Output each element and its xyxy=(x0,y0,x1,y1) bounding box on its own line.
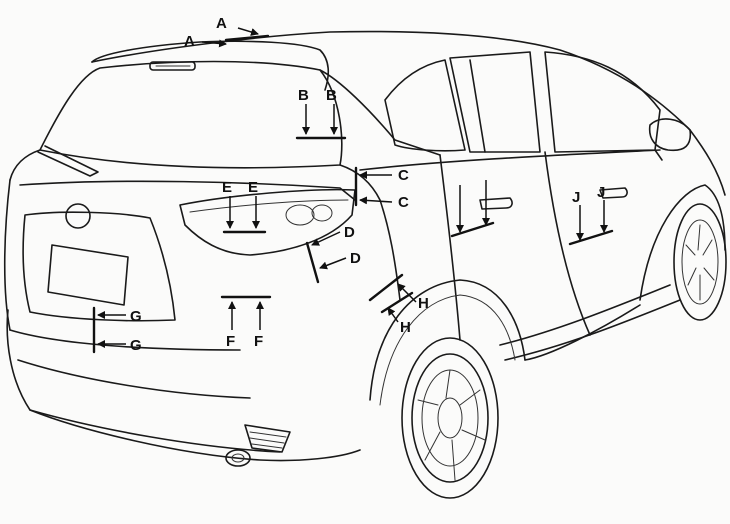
label-j-right: J xyxy=(597,184,605,201)
label-a-top: A xyxy=(216,15,227,32)
label-d-top: D xyxy=(344,224,355,241)
gap-mark-j xyxy=(568,229,614,246)
label-f-left: F xyxy=(226,333,235,350)
label-c-bottom: C xyxy=(398,194,409,211)
label-a-left: A xyxy=(184,33,195,50)
arrow-a-top xyxy=(237,27,259,36)
label-h-top: H xyxy=(418,295,429,312)
arrow-h-bottom xyxy=(387,307,399,323)
car-body xyxy=(3,30,727,499)
gap-mark-i xyxy=(450,221,495,238)
arrows xyxy=(97,27,608,348)
label-c-top: C xyxy=(398,167,409,184)
gap-marks xyxy=(92,34,614,354)
label-d-bottom: D xyxy=(350,250,361,267)
label-g-top: G xyxy=(130,308,142,325)
label-b-right: B xyxy=(326,87,337,104)
label-g-bottom: G xyxy=(130,337,142,354)
gap-mark-h1 xyxy=(368,273,404,302)
arrow-d-top xyxy=(311,231,341,246)
label-f-right: F xyxy=(254,333,263,350)
gap-mark-a xyxy=(224,34,270,42)
label-b-left: B xyxy=(298,87,309,104)
gap-mark-h2 xyxy=(380,291,414,314)
label-h-bottom: H xyxy=(400,319,411,336)
label-e-left: E xyxy=(222,179,232,196)
label-e-right: E xyxy=(248,179,258,196)
label-j-left: J xyxy=(572,189,580,206)
arrow-a-left xyxy=(201,39,227,48)
arrow-h-top xyxy=(397,283,417,303)
gap-mark-d xyxy=(305,241,320,284)
callout-labels: A A B B C C D D E E F F G G H H J J xyxy=(130,15,605,354)
arrow-d-bottom xyxy=(319,257,347,270)
arrow-c-bottom xyxy=(359,196,393,205)
